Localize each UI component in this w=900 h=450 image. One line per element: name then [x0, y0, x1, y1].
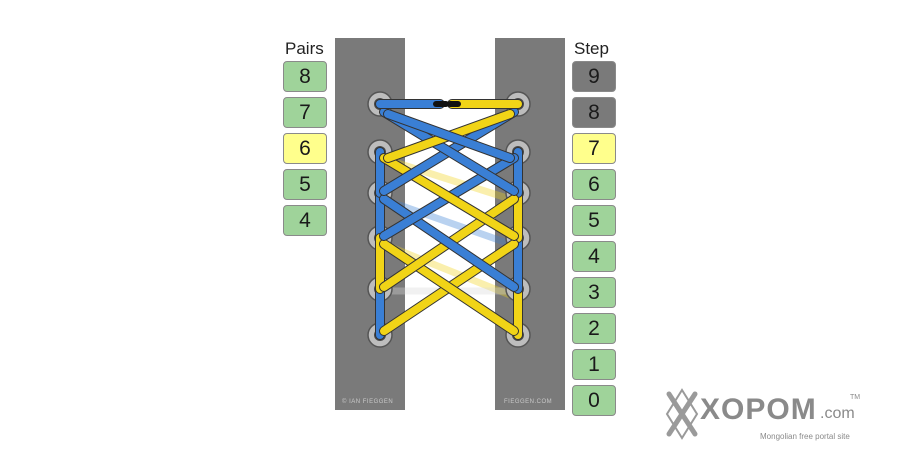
pairs-button-4[interactable]: 4	[283, 205, 327, 236]
step-button-4[interactable]: 4	[572, 241, 616, 272]
lace-under-segment	[384, 242, 514, 299]
watermark-tld: .com	[820, 405, 855, 422]
pairs-button-5[interactable]: 5	[283, 169, 327, 200]
watermark-tm: TM	[850, 394, 861, 401]
watermark-brand: XOPOM	[700, 393, 817, 426]
right-eyelet-panel	[495, 38, 565, 410]
step-label: Step	[574, 39, 609, 58]
step-button-1[interactable]: 1	[572, 349, 616, 380]
lace-diagonal	[380, 240, 518, 335]
lace-diagonal	[380, 154, 518, 240]
watermark-tagline: Mongolian free portal site	[760, 432, 850, 441]
laces-topside	[375, 99, 523, 340]
step-button-5[interactable]: 5	[572, 205, 616, 236]
step-button-8[interactable]: 8	[572, 97, 616, 128]
lace-diagonal	[380, 195, 518, 291]
pairs-label: Pairs	[285, 39, 324, 58]
step-button-2[interactable]: 2	[572, 313, 616, 344]
lace-diagonal	[384, 110, 514, 162]
lace-under-segment	[384, 156, 514, 203]
credit-right: FIEGGEN.COM	[504, 399, 553, 405]
step-button-6[interactable]: 6	[572, 169, 616, 200]
pairs-button-7[interactable]: 7	[283, 97, 327, 128]
step-button-3[interactable]: 3	[572, 277, 616, 308]
step-button-7[interactable]: 7	[572, 133, 616, 164]
pairs-button-6[interactable]: 6	[283, 133, 327, 164]
step-button-0[interactable]: 0	[572, 385, 616, 416]
step-button-9[interactable]: 9	[572, 61, 616, 92]
xopom-logo-icon	[665, 388, 699, 440]
pairs-button-8[interactable]: 8	[283, 61, 327, 92]
lace-under-segment	[384, 197, 514, 248]
credit-left: © IAN FIEGGEN	[342, 399, 394, 405]
